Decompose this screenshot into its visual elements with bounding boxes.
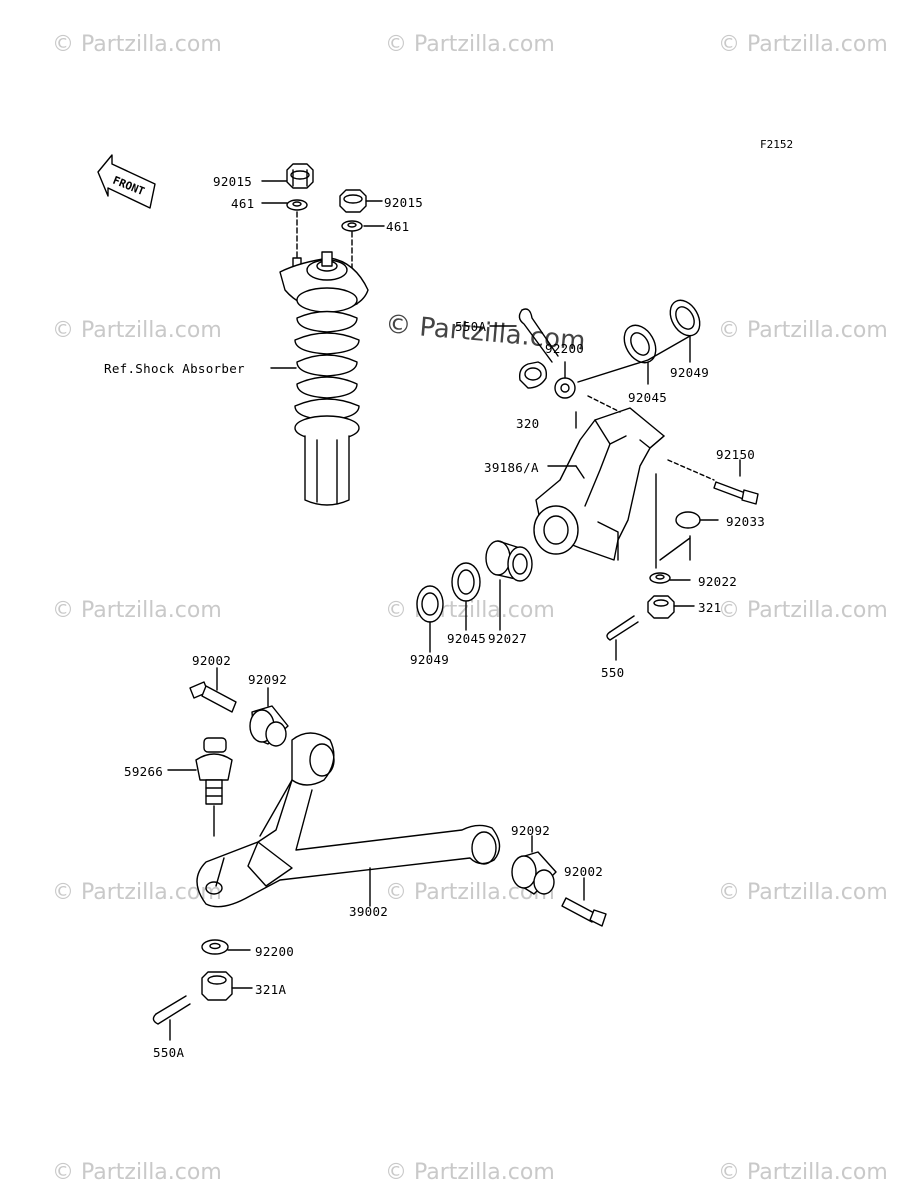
washer-92200-bottom: [201, 939, 229, 955]
label-92033: 92033: [726, 514, 766, 529]
watermark: © Partzilla.com: [718, 880, 888, 905]
bolt-92002-right: [561, 897, 607, 927]
figure-id: F2152: [760, 138, 794, 151]
spacer-92027: [485, 540, 533, 582]
watermark: © Partzilla.com: [52, 880, 222, 905]
watermark: © Partzilla.com: [718, 32, 888, 57]
watermark: © Partzilla.com: [52, 32, 222, 57]
label-92015-right: 92015: [384, 195, 424, 210]
cotter-pin-550A-top: [518, 308, 559, 363]
label-92150: 92150: [716, 447, 756, 462]
label-550A-top: 550A: [455, 319, 487, 334]
ball-joint-59266: [195, 737, 233, 805]
label-92092-left: 92092: [248, 672, 288, 687]
knuckle-39186: [533, 407, 665, 561]
watermark: © Partzilla.com: [718, 318, 888, 343]
nut-92015-right: [339, 189, 367, 213]
castle-nut-321: [647, 595, 675, 619]
label-92200-top: 92200: [545, 341, 585, 356]
washer-92022: [649, 572, 671, 584]
watermark: © Partzilla.com: [385, 32, 555, 57]
washer-461-right: [341, 220, 363, 232]
label-92049-bottom: 92049: [410, 652, 450, 667]
bearing-92045-bottom: [451, 562, 481, 602]
label-321: 321: [698, 600, 722, 615]
label-461-right: 461: [386, 219, 410, 234]
label-92200-bottom: 92200: [255, 944, 295, 959]
castle-nut-321A: [201, 971, 233, 1001]
label-92002-left: 92002: [192, 653, 232, 668]
label-39186A: 39186/A: [484, 460, 539, 475]
watermark: © Partzilla.com: [385, 598, 555, 623]
a-arm-39002: [196, 732, 501, 908]
cotter-pin-550: [606, 615, 639, 641]
label-92049-top: 92049: [670, 365, 710, 380]
watermark: © Partzilla.com: [52, 1160, 222, 1185]
bearing-92045-top: [623, 324, 657, 364]
watermark: © Partzilla.com: [52, 598, 222, 623]
bushing-92092-right: [511, 851, 557, 895]
label-39002: 39002: [349, 904, 389, 919]
label-92045-top: 92045: [628, 390, 668, 405]
watermark: © Partzilla.com: [385, 1160, 555, 1185]
watermark: © Partzilla.com: [718, 1160, 888, 1185]
label-92015-left: 92015: [213, 174, 253, 189]
label-92022: 92022: [698, 574, 738, 589]
seal-92049-bottom: [416, 585, 444, 623]
label-321A: 321A: [255, 982, 287, 997]
cotter-pin-550A-bottom: [152, 995, 191, 1025]
bolt-92150: [713, 481, 759, 505]
label-92092-right: 92092: [511, 823, 551, 838]
label-59266: 59266: [124, 764, 164, 779]
label-461-left: 461: [231, 196, 255, 211]
label-320: 320: [516, 416, 540, 431]
watermark: © Partzilla.com: [52, 318, 222, 343]
label-92002-right: 92002: [564, 864, 604, 879]
seal-92049-top: [669, 299, 701, 337]
bushing-92092-left: [249, 705, 289, 747]
washer-461-left: [286, 199, 308, 211]
shock-absorber: [270, 163, 369, 506]
label-ref-shock-absorber: Ref.Shock Absorber: [104, 361, 245, 376]
washer-92200-top: [554, 377, 576, 399]
circlip-92033: [675, 511, 701, 529]
label-92045-bottom: 92045: [447, 631, 487, 646]
label-550: 550: [601, 665, 625, 680]
castle-nut-320: [518, 361, 548, 389]
front-arrow-icon: FRONT: [97, 154, 156, 209]
label-92027: 92027: [488, 631, 528, 646]
label-550A-bottom: 550A: [153, 1045, 185, 1060]
watermark: © Partzilla.com: [718, 598, 888, 623]
nut-92015-left: [286, 163, 314, 189]
bolt-92002-left: [189, 681, 237, 713]
